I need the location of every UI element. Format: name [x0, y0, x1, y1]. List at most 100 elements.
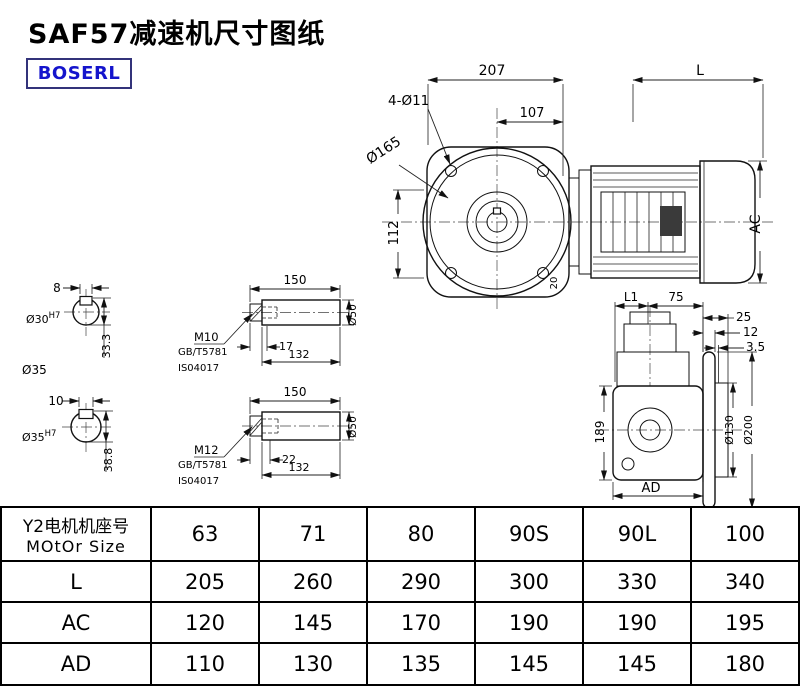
- cell-AD-4: 145: [582, 642, 692, 686]
- dim-end-dia-1: Ø50: [347, 304, 359, 326]
- label-std-gb-2: GB/T5781: [178, 460, 228, 471]
- dim-3-5: 3.5: [746, 340, 765, 354]
- label-thread-2: M12: [194, 443, 219, 457]
- motor-size-header-cell: Y2电机机座号 MOtOr Size: [0, 506, 152, 562]
- flange-pilot: [714, 382, 729, 478]
- cell-AC-2: 170: [366, 601, 476, 644]
- dim-ad: AD: [642, 481, 661, 496]
- centerlines: [62, 108, 775, 452]
- size-col-2: 80: [366, 506, 476, 562]
- dim-body-length-2: 132: [289, 461, 310, 474]
- output-flange: [702, 351, 716, 506]
- cell-AD-0: 110: [150, 642, 260, 686]
- label-bore-1-tol: H7: [49, 311, 61, 321]
- label-bore-2-dia: Ø35: [22, 431, 45, 444]
- label-std-gb-1: GB/T5781: [178, 347, 228, 358]
- cell-L-5: 340: [690, 560, 800, 603]
- size-col-0: 63: [150, 506, 260, 562]
- dimension-table: Y2电机机座号 MOtOr Size 63 71 80 90S 90L 100 …: [0, 506, 800, 686]
- dim-body-length-1: 132: [289, 348, 310, 361]
- dim-motor-length: L: [696, 63, 704, 79]
- size-col-3: 90S: [474, 506, 584, 562]
- table-row-AD: AD 110 130 135 145 145 180: [0, 642, 800, 686]
- keyway-slot: [79, 295, 93, 306]
- label-bore-1-dia: Ø30: [26, 313, 49, 326]
- top-dimensions: 207 L 107 4-Ø11 Ø165 112 AC 20: [364, 63, 767, 289]
- bolt-hole: [537, 267, 549, 279]
- dim-75: 75: [668, 290, 683, 304]
- row-label-AC: AC: [0, 601, 152, 644]
- bolt-hole: [537, 165, 549, 177]
- dim-motor-ac: AC: [748, 214, 764, 233]
- table-header-en: MOtOr Size: [26, 537, 126, 556]
- keyway-slot: [78, 408, 94, 420]
- technical-drawing: 207 L 107 4-Ø11 Ø165 112 AC 20: [22, 63, 775, 506]
- dim-thread-depth-1: 17: [279, 340, 293, 353]
- input-shaft-section: 8 Ø30H7 33.3 Ø35: [22, 281, 113, 377]
- note-shaft-dim: 20: [549, 277, 560, 290]
- dim-189: 189: [593, 421, 607, 444]
- cell-AD-2: 135: [366, 642, 476, 686]
- bolt-hole: [445, 165, 457, 177]
- label-thread-1: M10: [194, 330, 219, 344]
- label-bore-2: Ø35H7: [22, 429, 56, 444]
- dim-width-total: 207: [479, 63, 506, 79]
- bolt-hole: [445, 267, 457, 279]
- size-col-5: 100: [690, 506, 800, 562]
- dim-12: 12: [743, 325, 758, 339]
- label-std-iso-1: IS04017: [178, 363, 219, 374]
- size-col-1: 71: [258, 506, 368, 562]
- output-side-view: [612, 311, 729, 506]
- dim-end-dia-2: Ø50: [347, 416, 359, 438]
- keyway-input: [492, 207, 502, 215]
- cell-L-2: 290: [366, 560, 476, 603]
- dim-key-width-1: 8: [53, 281, 61, 295]
- dim-key-width-2: 10: [48, 394, 63, 408]
- label-flange-dia: Ø165: [364, 134, 404, 168]
- cell-AD-1: 130: [258, 642, 368, 686]
- dim-length-1: 150: [284, 273, 307, 287]
- cell-AC-3: 190: [474, 601, 584, 644]
- row-label-L: L: [0, 560, 152, 603]
- dim-width-half: 107: [520, 106, 545, 121]
- front-view: [422, 146, 572, 298]
- output-shaft-detail: 150 M12 GB/T5781 IS04017 22 132 Ø50: [178, 385, 359, 487]
- fan-cover: [699, 160, 756, 284]
- size-col-4: 90L: [582, 506, 692, 562]
- cell-AC-1: 145: [258, 601, 368, 644]
- page-title: SAF57减速机尺寸图纸: [28, 19, 326, 50]
- label-std-iso-2: IS04017: [178, 476, 219, 487]
- brand-logo: BOSERL: [26, 58, 132, 89]
- dim-center-height: 112: [387, 221, 402, 246]
- cell-L-3: 300: [474, 560, 584, 603]
- cell-AD-5: 180: [690, 642, 800, 686]
- label-pilot-dia: Ø130: [723, 415, 736, 445]
- table-row-AC: AC 120 145 170 190 190 195: [0, 601, 800, 644]
- dim-l1: L1: [624, 290, 638, 304]
- label-bolt-holes: 4-Ø11: [388, 93, 429, 109]
- cell-L-1: 260: [258, 560, 368, 603]
- label-output-flange-dia: Ø200: [742, 415, 755, 445]
- cell-AD-3: 145: [474, 642, 584, 686]
- table-header-row: Y2电机机座号 MOtOr Size 63 71 80 90S 90L 100: [0, 506, 800, 562]
- cell-L-4: 330: [582, 560, 692, 603]
- motor-core: [660, 206, 682, 236]
- dim-25: 25: [736, 310, 751, 324]
- cell-L-0: 205: [150, 560, 260, 603]
- dim-key-depth-2: 38.8: [102, 448, 115, 473]
- label-bore-1: Ø30H7: [26, 311, 60, 326]
- cell-AC-5: 195: [690, 601, 800, 644]
- label-dia-note: Ø35: [22, 363, 47, 377]
- dim-key-depth-1: 33.3: [100, 334, 113, 359]
- table-header-cn: Y2电机机座号: [22, 517, 130, 537]
- input-shaft-detail: 150 M10 GB/T5781 IS04017 17 132 Ø50: [178, 273, 359, 374]
- brand-logo-text: BOSERL: [37, 63, 121, 84]
- output-shaft-section: 10 Ø35H7 38.8: [22, 394, 115, 472]
- label-bore-2-tol: H7: [45, 429, 57, 439]
- cell-AC-4: 190: [582, 601, 692, 644]
- dim-length-2: 150: [284, 385, 307, 399]
- row-label-AD: AD: [0, 642, 152, 686]
- table-row-L: L 205 260 290 300 330 340: [0, 560, 800, 603]
- motor-side-view: [568, 160, 756, 284]
